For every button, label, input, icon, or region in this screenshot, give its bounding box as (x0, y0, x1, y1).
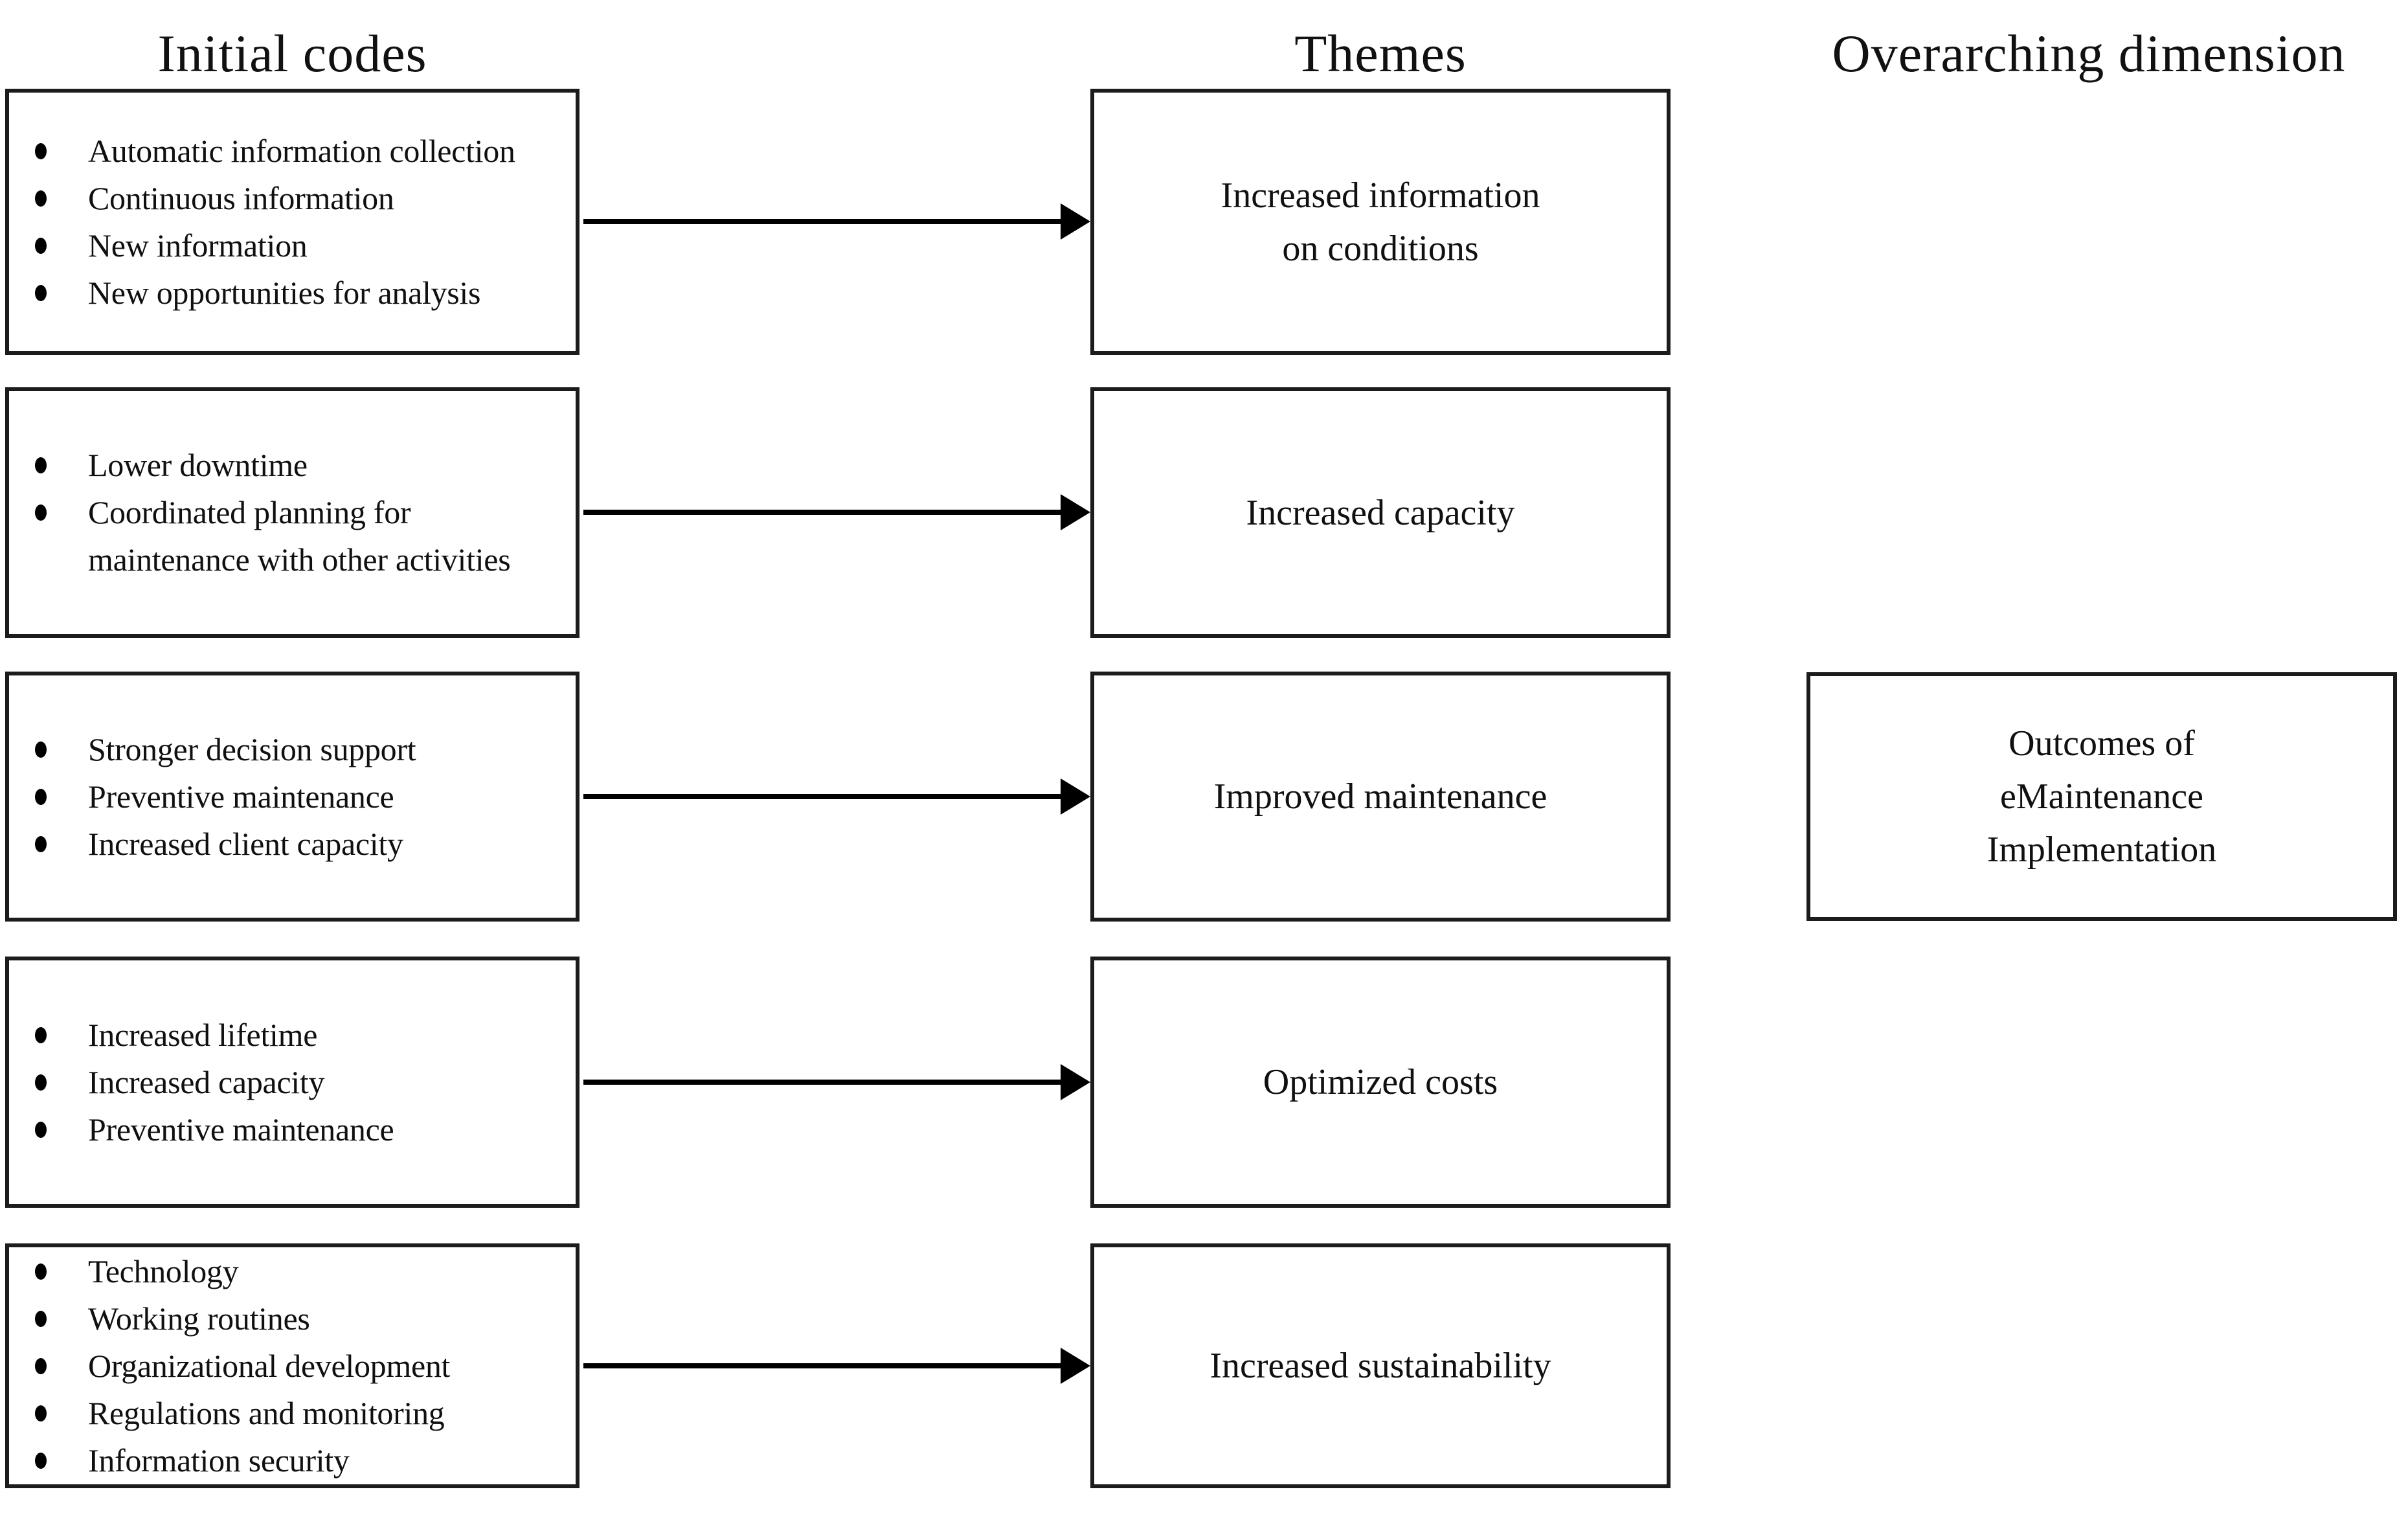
theme-label: Improved maintenance (1213, 776, 1547, 817)
bullet-icon (35, 190, 47, 207)
bullet-icon (35, 1405, 47, 1422)
arrow-head-icon (1061, 1348, 1090, 1384)
arrow-head-icon (1061, 778, 1090, 815)
arrow-shaft (583, 219, 1061, 224)
arrow-shaft (583, 1080, 1061, 1085)
column-header-overarching-dimension: Overarching dimension (1832, 24, 2346, 83)
code-item-label: Preventive maintenance (88, 778, 394, 815)
code-item-label: Preventive maintenance (88, 1111, 394, 1148)
code-item: Working routines (35, 1295, 576, 1342)
code-item-label: Technology (88, 1252, 239, 1289)
dimension-label-line: Outcomes of (2009, 723, 2195, 764)
code-item: Increased capacity (35, 1059, 576, 1106)
code-list: Automatic information collection Continu… (35, 128, 576, 317)
code-item: Increased lifetime (35, 1012, 576, 1059)
codes-box-row3: Stronger decision support Preventive mai… (5, 672, 579, 922)
bullet-icon (35, 1452, 47, 1469)
theme-box: Improved maintenance (1090, 672, 1671, 922)
arrow-connector (583, 203, 1090, 240)
bullet-icon (35, 457, 47, 473)
bullet-icon (35, 1357, 47, 1374)
theme-label: on conditions (1282, 228, 1479, 269)
code-item: Increased client capacity (35, 821, 576, 868)
code-list: Lower downtime Coordinated planning for … (35, 442, 576, 583)
theme-label: Increased capacity (1246, 492, 1515, 533)
code-item-label: New information (88, 227, 308, 264)
code-item: Preventive maintenance (35, 773, 576, 821)
theme-box: Increased information on conditions (1090, 89, 1671, 355)
arrow-connector (583, 778, 1090, 815)
code-item-label: Coordinated planning for maintenance wit… (88, 494, 511, 578)
code-item: New information (35, 222, 576, 269)
code-item-label: Information security (88, 1442, 350, 1478)
arrow-head-icon (1061, 203, 1090, 240)
column-header-themes: Themes (1294, 24, 1467, 83)
code-item-label: Working routines (88, 1300, 310, 1337)
theme-box: Optimized costs (1090, 957, 1671, 1208)
arrow-connector (583, 494, 1090, 530)
code-list: Stronger decision support Preventive mai… (35, 726, 576, 868)
arrow-shaft (583, 794, 1061, 799)
code-item: Organizational development (35, 1342, 576, 1390)
code-list: Technology Working routines Organization… (35, 1248, 576, 1484)
code-item-label: Stronger decision support (88, 731, 416, 767)
arrow-head-icon (1061, 494, 1090, 530)
bullet-icon (35, 1310, 47, 1327)
code-item-label: Increased lifetime (88, 1016, 318, 1053)
code-item: Stronger decision support (35, 726, 576, 773)
arrow-shaft (583, 510, 1061, 515)
arrow-shaft (583, 1363, 1061, 1368)
bullet-icon (35, 788, 47, 805)
code-item: Information security (35, 1437, 576, 1484)
column-header-initial-codes: Initial codes (157, 24, 427, 83)
bullet-icon (35, 237, 47, 254)
code-item-label: Automatic information collection (88, 132, 515, 169)
theme-box: Increased sustainability (1090, 1243, 1671, 1488)
bullet-icon (35, 504, 47, 521)
code-item-label: Increased capacity (88, 1063, 325, 1100)
bullet-icon (35, 1121, 47, 1138)
code-item: Preventive maintenance (35, 1106, 576, 1153)
bullet-icon (35, 142, 47, 159)
theme-label: Optimized costs (1263, 1062, 1498, 1102)
codes-box-row1: Automatic information collection Continu… (5, 89, 579, 355)
code-item-label: Increased client capacity (88, 825, 403, 862)
bullet-icon (35, 1074, 47, 1091)
dimension-box: Outcomes of eMaintenance Implementation (1806, 672, 2397, 921)
theme-box: Increased capacity (1090, 387, 1671, 638)
bullet-icon (35, 835, 47, 852)
code-item-label: Continuous information (88, 179, 394, 216)
code-item: Lower downtime (35, 442, 576, 489)
arrow-connector (583, 1064, 1090, 1100)
bullet-icon (35, 741, 47, 758)
bullet-icon (35, 1026, 47, 1043)
arrow-connector (583, 1348, 1090, 1384)
code-item-label: New opportunities for analysis (88, 274, 481, 311)
code-item: New opportunities for analysis (35, 269, 576, 317)
theme-label: Increased sustainability (1210, 1346, 1551, 1386)
theme-label: Increased information (1221, 175, 1540, 216)
code-item: Technology (35, 1248, 576, 1295)
codes-box-row2: Lower downtime Coordinated planning for … (5, 387, 579, 638)
bullet-icon (35, 1263, 47, 1280)
codes-box-row4: Increased lifetime Increased capacity Pr… (5, 957, 579, 1208)
code-item: Coordinated planning for maintenance wit… (35, 489, 576, 583)
code-item: Automatic information collection (35, 128, 576, 175)
codes-box-row5: Technology Working routines Organization… (5, 1243, 579, 1488)
code-item-label: Regulations and monitoring (88, 1394, 445, 1431)
code-item: Regulations and monitoring (35, 1390, 576, 1437)
bullet-icon (35, 284, 47, 301)
arrow-head-icon (1061, 1064, 1090, 1100)
code-item-label: Organizational development (88, 1347, 451, 1384)
code-item-label: Lower downtime (88, 447, 308, 483)
code-item: Continuous information (35, 175, 576, 222)
dimension-label-line: eMaintenance (1999, 776, 2204, 817)
dimension-label-line: Implementation (1986, 830, 2217, 870)
code-list: Increased lifetime Increased capacity Pr… (35, 1012, 576, 1153)
